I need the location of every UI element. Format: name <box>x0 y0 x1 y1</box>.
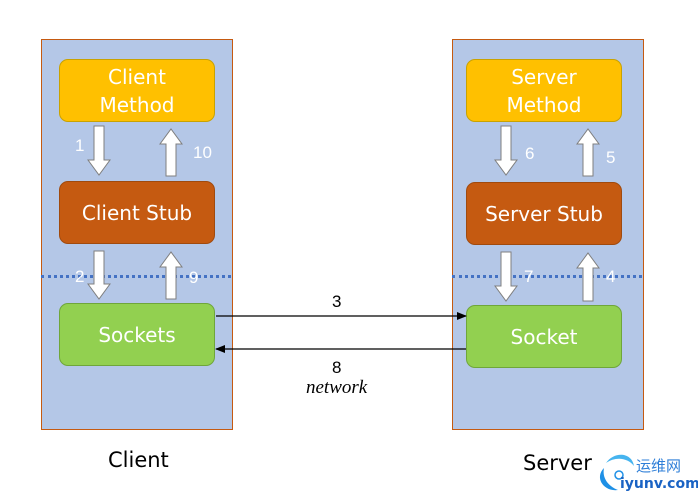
client-method-box: Client Method <box>59 59 215 122</box>
network-step-8-label: 8 <box>332 358 342 377</box>
server-arrow-up-5 <box>576 128 600 177</box>
server-caption: Server <box>523 451 592 475</box>
client-sockets-box: Sockets <box>59 303 215 366</box>
client-divider-line <box>41 275 231 278</box>
watermark-domain: iyunv.com <box>620 476 698 492</box>
step-2-label: 2 <box>75 267 85 286</box>
client-stub-box: Client Stub <box>59 181 215 244</box>
client-arrow-up-9 <box>159 251 183 300</box>
step-6-label: 6 <box>525 144 535 163</box>
server-stub-box: Server Stub <box>466 182 622 245</box>
client-arrow-up-10 <box>159 128 183 177</box>
server-arrow-down-6 <box>494 125 518 176</box>
server-socket-box: Socket <box>466 305 622 368</box>
step-9-label: 9 <box>189 268 199 287</box>
step-1-label: 1 <box>75 136 85 155</box>
server-arrow-down-7 <box>494 251 518 302</box>
server-arrow-up-4 <box>576 252 600 302</box>
client-caption: Client <box>108 448 169 472</box>
watermark-name: 运维网 <box>636 457 682 475</box>
step-7-label: 7 <box>524 267 534 286</box>
client-arrow-down-1 <box>87 125 111 176</box>
network-label: network <box>306 377 368 398</box>
watermark-logo-icon <box>599 454 634 491</box>
network-step-3-label: 3 <box>332 292 342 311</box>
server-divider-line <box>452 275 642 278</box>
step-4-label: 4 <box>606 267 616 286</box>
client-arrow-down-2 <box>87 250 111 300</box>
step-5-label: 5 <box>606 148 616 167</box>
step-10-label: 10 <box>193 143 212 162</box>
server-method-box: Server Method <box>466 59 622 122</box>
